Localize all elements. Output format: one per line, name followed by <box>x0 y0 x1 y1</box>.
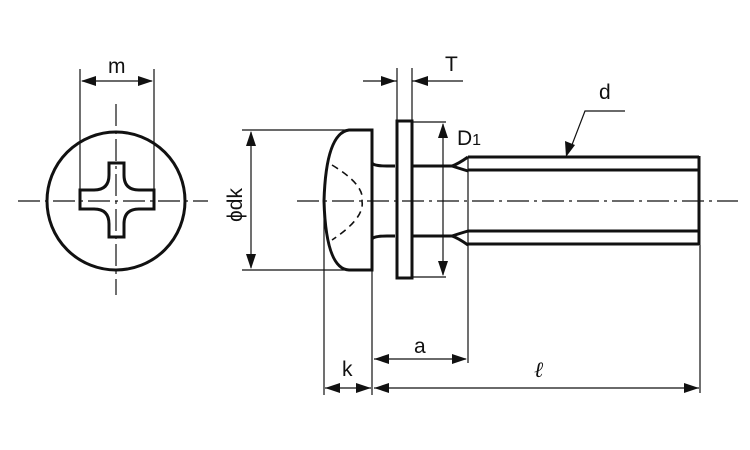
neck-fillet-top <box>370 161 395 168</box>
d-label: d <box>599 81 611 104</box>
D1-arrow-top <box>438 123 448 138</box>
thread-start-top <box>451 155 469 173</box>
D1-arrow-bottom <box>438 261 448 276</box>
side-view <box>297 119 738 280</box>
dk-arrow-top <box>246 131 256 146</box>
d-leader-arrow <box>565 141 575 157</box>
T-arrow-left <box>381 76 396 86</box>
m-label: m <box>108 55 126 78</box>
l-arrow-right <box>684 383 699 393</box>
a-arrow-right <box>452 354 467 364</box>
m-arrow-right <box>138 76 153 86</box>
dimensions: ϕdk T D1 d a k <box>224 53 701 395</box>
l-arrow-left <box>374 383 389 393</box>
m-arrow-left <box>81 76 96 86</box>
T-label: T <box>445 53 458 76</box>
k-label: k <box>342 358 353 381</box>
k-arrow-left <box>325 383 340 393</box>
pan-head-outline <box>322 128 374 272</box>
D1-label-main: D <box>457 127 472 150</box>
k-arrow-right <box>356 383 371 393</box>
l-label: ℓ <box>534 357 544 382</box>
phillips-cross-recess <box>78 161 156 239</box>
D1-label: D1 <box>457 127 481 150</box>
thread-start-bottom <box>451 229 469 247</box>
d-leader-line <box>569 110 625 151</box>
dk-arrow-bottom <box>246 254 256 269</box>
a-label: a <box>414 335 426 358</box>
washer <box>395 119 414 280</box>
dk-label: ϕdk <box>224 188 247 222</box>
T-arrow-right <box>413 76 428 86</box>
a-arrow-left <box>374 354 389 364</box>
recess-hidden-line <box>331 164 363 241</box>
end-view: m <box>18 55 208 295</box>
neck-fillet-bottom <box>370 234 395 241</box>
D1-label-subscript: 1 <box>472 132 481 149</box>
